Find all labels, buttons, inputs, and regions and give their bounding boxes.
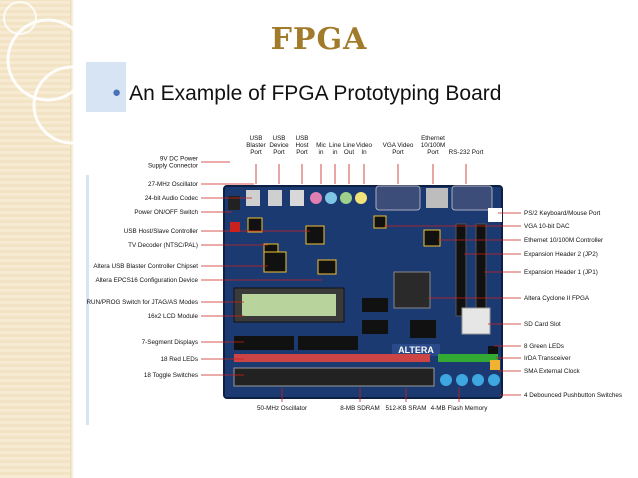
top-label: Device xyxy=(269,142,289,149)
right-label: Expansion Header 1 (JP1) xyxy=(524,269,598,276)
top-label: Port xyxy=(392,149,404,156)
audio-codec-chip xyxy=(248,218,262,232)
usb-device-connector xyxy=(268,190,282,206)
line-in-jack xyxy=(325,192,337,204)
top-label: Port xyxy=(250,149,262,156)
usb-host-connector xyxy=(290,190,304,206)
bottom-label: 8-MB SDRAM xyxy=(340,405,380,412)
top-label: Video xyxy=(356,142,372,149)
toggle-switch-row xyxy=(234,368,434,386)
left-label: 18 Toggle Switches xyxy=(144,372,198,379)
top-label: Blaster xyxy=(246,142,266,149)
top-label: Port xyxy=(427,149,439,156)
right-label: Expansion Header 2 (JP2) xyxy=(524,251,598,258)
top-label: Out xyxy=(344,149,354,156)
left-label: 27-MHz Oscillator xyxy=(148,181,198,188)
top-label: Line xyxy=(329,142,341,149)
top-label: Mic xyxy=(316,142,326,149)
right-label: 4 Debounced Pushbutton Switches xyxy=(524,392,622,399)
left-label: USB Host/Slave Controller xyxy=(124,228,198,235)
slide-title: FPGA xyxy=(0,22,638,57)
right-label: 8 Green LEDs xyxy=(524,343,564,350)
ps2-connector xyxy=(488,208,502,222)
bullet-item: ● An Example of FPGA Prototyping Board xyxy=(112,82,501,106)
bottom-label: 50-MHz Oscillator xyxy=(257,405,307,412)
top-label: Ethernet xyxy=(421,135,445,142)
vga-connector xyxy=(376,186,420,210)
expansion-header-jp1 xyxy=(476,224,486,316)
sram-chip xyxy=(362,320,388,334)
usb-controller-chip xyxy=(306,226,324,244)
left-label: 24-bit Audio Codec xyxy=(145,195,198,202)
top-label: 10/100M xyxy=(421,142,446,149)
left-label: RUN/PROG Switch for JTAG/AS Modes xyxy=(86,299,198,306)
epcs16-chip xyxy=(318,260,336,274)
left-label: Altera EPCS16 Configuration Device xyxy=(95,277,198,284)
red-led-row xyxy=(234,354,430,362)
top-label: USB xyxy=(273,135,286,142)
top-label: In xyxy=(361,149,367,156)
top-label: in xyxy=(333,149,338,156)
sma-clock-connector xyxy=(490,360,500,370)
bullet-dot-icon: ● xyxy=(112,84,121,101)
video-in-jack xyxy=(355,192,367,204)
top-label: in xyxy=(319,149,324,156)
cyclone-fpga-chip xyxy=(394,272,430,308)
chip-brand-label: ALTERA xyxy=(398,345,434,355)
top-label: Port xyxy=(296,149,308,156)
right-label: VGA 10-bit DAC xyxy=(524,223,570,230)
left-label: TV Decoder (NTSC/PAL) xyxy=(128,242,198,249)
sdram-chip xyxy=(362,298,388,312)
top-label: RS-232 Port xyxy=(449,149,484,156)
blaster-chipset xyxy=(264,252,286,272)
ethernet-controller-chip xyxy=(424,230,440,246)
top-label: Port xyxy=(273,149,285,156)
right-label: IrDA Transceiver xyxy=(524,355,571,362)
rs232-connector xyxy=(452,186,492,210)
lcd-screen xyxy=(242,294,336,316)
left-label: Supply Connector xyxy=(148,163,198,170)
left-label: 9V DC Power xyxy=(160,156,198,163)
right-label: SD Card Slot xyxy=(524,321,561,328)
right-label: Altera Cyclone II FPGA xyxy=(524,295,590,302)
left-label: 18 Red LEDs xyxy=(161,356,198,363)
top-label: USB xyxy=(296,135,309,142)
left-label: Altera USB Blaster Controller Chipset xyxy=(93,263,198,270)
bottom-label: 4-MB Flash Memory xyxy=(431,405,489,412)
power-switch xyxy=(230,222,240,232)
line-out-jack xyxy=(340,192,352,204)
bottom-label: 512-KB SRAM xyxy=(386,405,427,412)
ethernet-connector xyxy=(426,188,448,208)
left-label: 7-Segment Displays xyxy=(142,339,198,346)
left-label: Power ON/OFF Switch xyxy=(134,209,198,216)
top-label: VGA Video xyxy=(383,142,414,149)
mic-jack xyxy=(310,192,322,204)
right-label: Ethernet 10/100M Controller xyxy=(524,237,603,244)
top-label: Line xyxy=(343,142,355,149)
expansion-header-jp2 xyxy=(456,224,466,316)
fpga-board-diagram: ALTERA USBBlasterPortUSBDevicePortUSBHos… xyxy=(84,120,634,425)
flash-chip xyxy=(410,320,436,338)
right-label: SMA External Clock xyxy=(524,368,580,375)
green-led-row xyxy=(438,354,498,362)
top-label: Host xyxy=(296,142,309,149)
bullet-text: An Example of FPGA Prototyping Board xyxy=(129,82,501,105)
sd-card-slot xyxy=(462,308,490,334)
left-label: 16x2 LCD Module xyxy=(148,313,199,320)
irda-transceiver xyxy=(488,346,498,354)
top-label: USB xyxy=(250,135,263,142)
right-label: PS/2 Keyboard/Mouse Port xyxy=(524,210,601,217)
